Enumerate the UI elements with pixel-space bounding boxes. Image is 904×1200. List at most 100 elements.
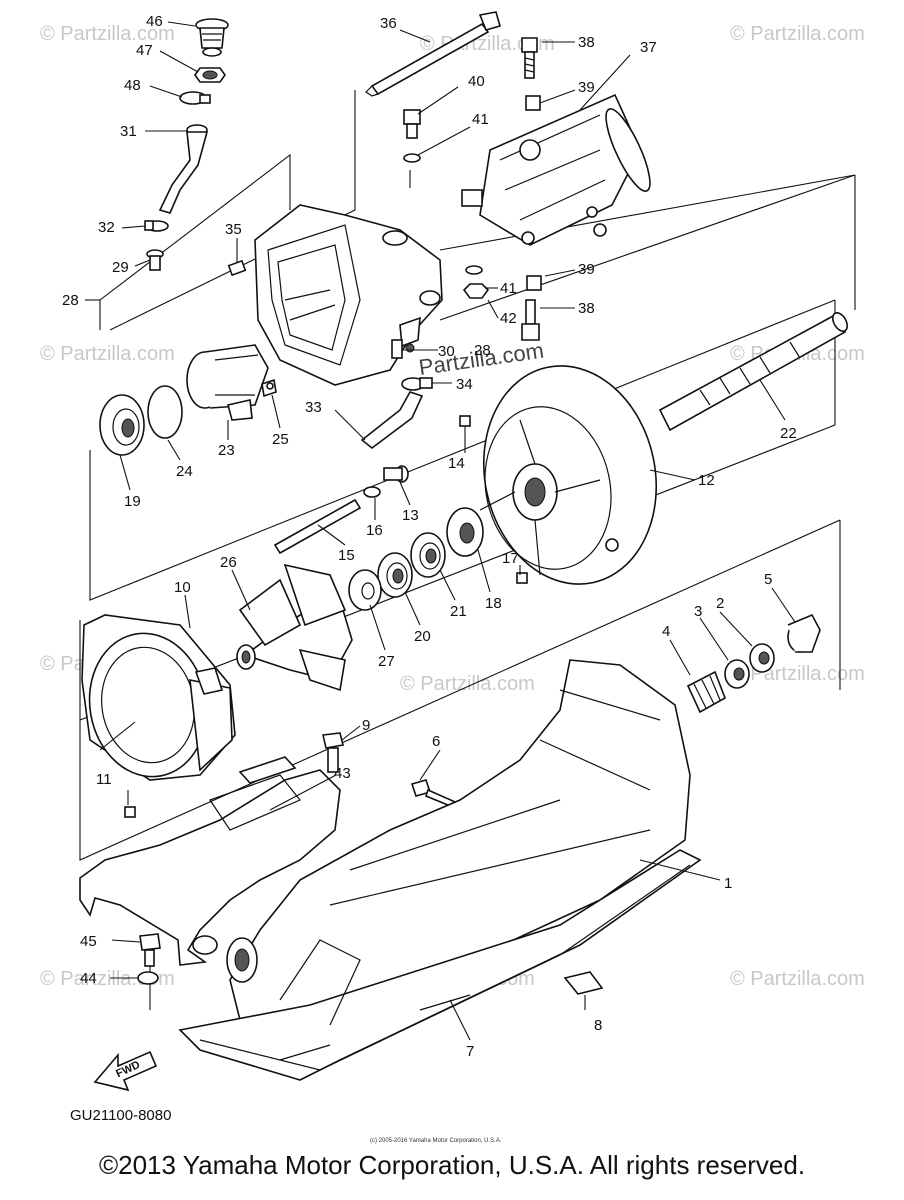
callout-28-lower: 28 [474, 342, 491, 359]
watermark: © Partzilla.com [40, 23, 175, 45]
watermark: © Partzilla.com [730, 23, 865, 45]
callout-13: 13 [402, 507, 419, 524]
part-9-screw [322, 732, 344, 773]
part-35-pin [227, 259, 247, 277]
callout-39-lower: 39 [578, 261, 595, 278]
callout-18: 18 [485, 595, 502, 612]
callout-26: 26 [220, 554, 237, 571]
part-22-drive-shaft [658, 312, 849, 432]
part-13-collar [383, 465, 409, 483]
part-38-bolt-bottom [521, 299, 540, 341]
callout-24: 24 [176, 463, 193, 480]
part-46-cap [195, 18, 229, 57]
callout-38-lower: 38 [578, 300, 595, 317]
callout-43: 43 [334, 765, 351, 782]
part-11-pin [124, 806, 136, 818]
diagram-code: GU21100-8080 [70, 1107, 171, 1124]
callout-36: 36 [380, 15, 397, 32]
part-43-cover [79, 756, 341, 966]
callout-39: 39 [578, 79, 595, 96]
callout-7: 7 [466, 1043, 474, 1060]
callout-14: 14 [448, 455, 465, 472]
small-copyright: (c) 2005-2016 Yamaha Motor Corporation, … [370, 1138, 502, 1144]
callout-12: 12 [698, 472, 715, 489]
part-38-bolt-top [521, 37, 538, 79]
part-39-bushing-bottom [526, 275, 542, 291]
callout-27: 27 [378, 653, 395, 670]
part-10-stator-housing [81, 614, 236, 781]
watermark-layer: © Partzilla.com © Partzilla.com © Partzi… [40, 23, 865, 990]
part-26-impeller [236, 563, 353, 692]
upper-pump-housing [254, 204, 443, 386]
callout-8: 8 [594, 1017, 602, 1034]
part-37-nozzle [461, 93, 651, 246]
part-24-o-ring [147, 385, 183, 439]
part-5-cap [787, 613, 821, 653]
watermark: © Partzilla.com [40, 343, 175, 365]
part-34-clamp [401, 377, 433, 391]
callout-23: 23 [218, 442, 235, 459]
callout-3: 3 [694, 603, 702, 620]
callout-9: 9 [362, 717, 370, 734]
part-36-long-bolt [365, 11, 501, 97]
callout-35: 35 [225, 221, 242, 238]
callout-29: 29 [112, 259, 129, 276]
callout-19: 19 [124, 493, 141, 510]
parts-drawing: FWD [79, 11, 849, 1092]
part-32-clamp [144, 220, 169, 232]
callout-48: 48 [124, 77, 141, 94]
part-2-ring [749, 643, 775, 673]
callout-45: 45 [80, 933, 97, 950]
part-39-bushing-top [525, 95, 541, 111]
callout-22: 22 [780, 425, 797, 442]
callout-31: 31 [120, 123, 137, 140]
part-3-ring [724, 659, 750, 689]
part-1-pump-casing [178, 659, 702, 1081]
callout-46: 46 [146, 13, 163, 30]
part-25-screw [261, 378, 277, 398]
part-23-intake-adapter [186, 344, 269, 421]
part-8-label [563, 971, 604, 995]
part-12-impeller-housing [479, 365, 658, 585]
part-29-screw [146, 249, 164, 271]
watermark: © Partzilla.com [400, 673, 535, 695]
callout-10: 10 [174, 579, 191, 596]
callout-6: 6 [432, 733, 440, 750]
callout-47: 47 [136, 42, 153, 59]
callout-38: 38 [578, 34, 595, 51]
part-48-clamp [179, 91, 211, 105]
callout-33: 33 [305, 399, 322, 416]
callout-4: 4 [662, 623, 670, 640]
leader-lines [85, 21, 796, 1041]
callout-21: 21 [450, 603, 467, 620]
callout-2: 2 [716, 595, 724, 612]
group-frames [79, 90, 856, 1010]
callout-labels: 46 47 48 31 32 29 28 35 36 38 37 40 39 4… [62, 13, 797, 1060]
part-42-nut [462, 283, 490, 299]
part-40-bolt [403, 109, 421, 139]
part-21-bearing [410, 532, 446, 578]
copyright-notice: ©2013 Yamaha Motor Corporation, U.S.A. A… [98, 1150, 806, 1180]
callout-41: 41 [472, 111, 489, 128]
part-45-bolt [139, 933, 161, 967]
part-30-bolt [391, 339, 403, 359]
callout-42: 42 [500, 310, 517, 327]
part-31-hose [158, 124, 209, 214]
part-14-pin [459, 415, 471, 427]
callout-16: 16 [366, 522, 383, 539]
watermark: © Partzilla.com [730, 663, 865, 685]
part-41-washer-top [403, 153, 421, 163]
part-18-bearing [446, 507, 484, 557]
callout-34: 34 [456, 376, 473, 393]
callout-1: 1 [724, 875, 732, 892]
callout-44: 44 [80, 970, 97, 987]
callout-15: 15 [338, 547, 355, 564]
watermark: © Partzilla.com [730, 968, 865, 990]
part-47-nut [194, 67, 226, 83]
part-17-pin [516, 572, 528, 584]
callout-17: 17 [502, 550, 519, 567]
callout-25: 25 [272, 431, 289, 448]
callout-32: 32 [98, 219, 115, 236]
callout-20: 20 [414, 628, 431, 645]
